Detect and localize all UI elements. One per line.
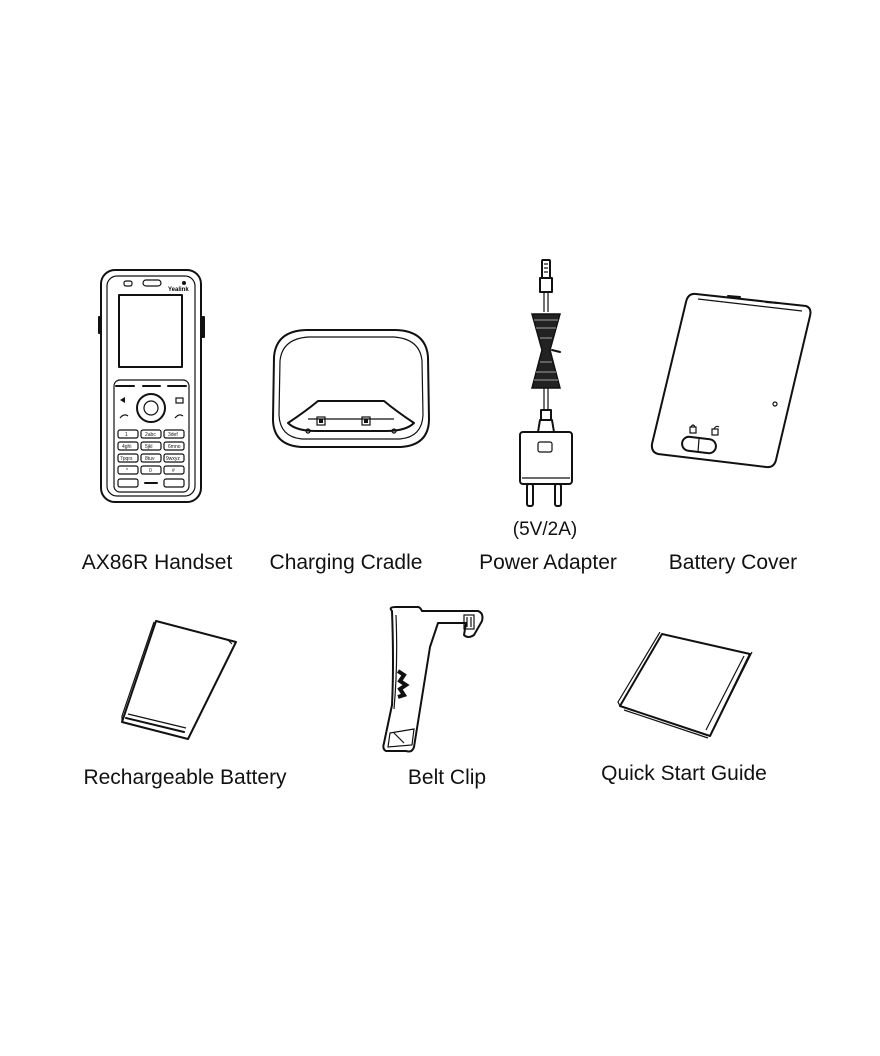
- key-3: 3def: [168, 432, 178, 438]
- handset-illustration: Yealink 1 2abc 3def 4ghi 5jkl 6mno: [98, 268, 206, 504]
- adapter-illustration: [510, 258, 584, 510]
- guide-booklet-icon: [617, 632, 753, 739]
- key-5: 5jkl: [145, 444, 153, 450]
- label-belt-clip: Belt Clip: [407, 766, 487, 789]
- key-6: 6mno: [168, 444, 181, 450]
- battery-illustration: [118, 618, 240, 742]
- charging-cradle-icon: [272, 329, 430, 448]
- handset-brand: Yealink: [168, 287, 189, 293]
- battery-icon: [121, 620, 237, 740]
- belt-clip-illustration: [378, 605, 488, 755]
- label-quick-start-guide: Quick Start Guide: [601, 762, 767, 785]
- label-ax86r-handset: AX86R Handset: [81, 551, 233, 574]
- power-adapter-spec: (5V/2A): [512, 519, 578, 540]
- key-4: 4ghi: [122, 444, 131, 450]
- battery-cover-icon: [650, 292, 812, 469]
- key-hash: #: [172, 468, 175, 474]
- power-adapter-icon: [519, 259, 573, 507]
- cradle-illustration: [266, 327, 436, 451]
- label-charging-cradle: Charging Cradle: [269, 551, 423, 574]
- belt-clip-icon: [382, 606, 484, 753]
- key-8: 8tuv: [145, 456, 155, 462]
- label-battery-cover: Battery Cover: [668, 551, 798, 574]
- key-7: 7pqrs: [120, 456, 133, 462]
- key-9: 9wxyz: [166, 456, 180, 462]
- handset-icon: Yealink 1 2abc 3def 4ghi 5jkl 6mno: [98, 269, 205, 503]
- key-1: 1: [125, 432, 128, 438]
- key-2: 2abc: [145, 432, 156, 438]
- key-star: *: [126, 468, 128, 474]
- label-rechargeable-battery: Rechargeable Battery: [83, 766, 287, 789]
- key-0: 0: [149, 468, 152, 474]
- battery-cover-illustration: [648, 290, 814, 472]
- label-power-adapter: Power Adapter: [479, 551, 617, 574]
- guide-illustration: [614, 632, 756, 740]
